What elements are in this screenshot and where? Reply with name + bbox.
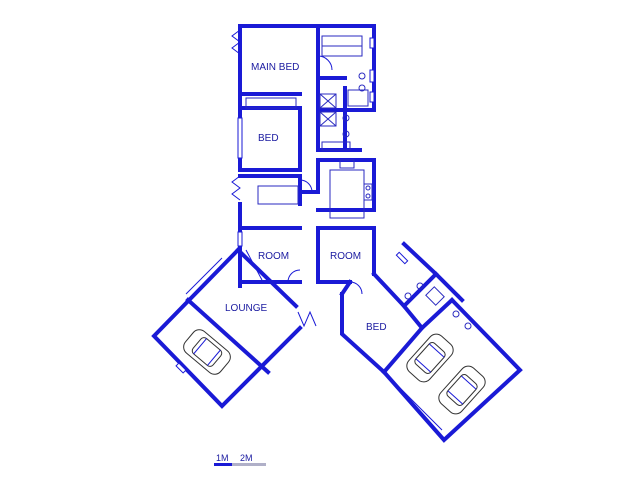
room-label-bed-2: BED (366, 322, 387, 333)
scale-bar: 1M 2M (214, 453, 266, 466)
bed-1-walls (238, 92, 302, 172)
car-right-1 (406, 333, 454, 383)
lounge-walls (151, 247, 303, 409)
main-bed-fixtures (317, 35, 375, 151)
scale-label-1m: 1M (216, 453, 229, 463)
right-wing-fixtures (389, 251, 519, 431)
kitchen-walls (238, 158, 376, 228)
room-label-main-bed: MAIN BED (251, 62, 299, 73)
car-left (183, 329, 231, 375)
room-label-room-2: ROOM (330, 251, 361, 262)
kitchen-fixtures (257, 159, 373, 219)
room-label-bed-1: BED (258, 133, 279, 144)
room-label-lounge: LOUNGE (225, 303, 268, 314)
car-right-2 (438, 365, 486, 415)
scale-label-2m: 2M (240, 453, 253, 463)
scale-segment-2 (232, 463, 266, 466)
scale-segment-1 (214, 463, 232, 466)
rooms-row-fixtures (237, 231, 363, 295)
right-wing-walls (339, 241, 523, 443)
bed-1-fixtures (237, 97, 302, 159)
room-label-room-1: ROOM (258, 251, 289, 262)
zigzag-doors-left (231, 29, 241, 201)
lounge-fixtures (175, 257, 317, 403)
main-bedroom-walls (238, 24, 376, 152)
